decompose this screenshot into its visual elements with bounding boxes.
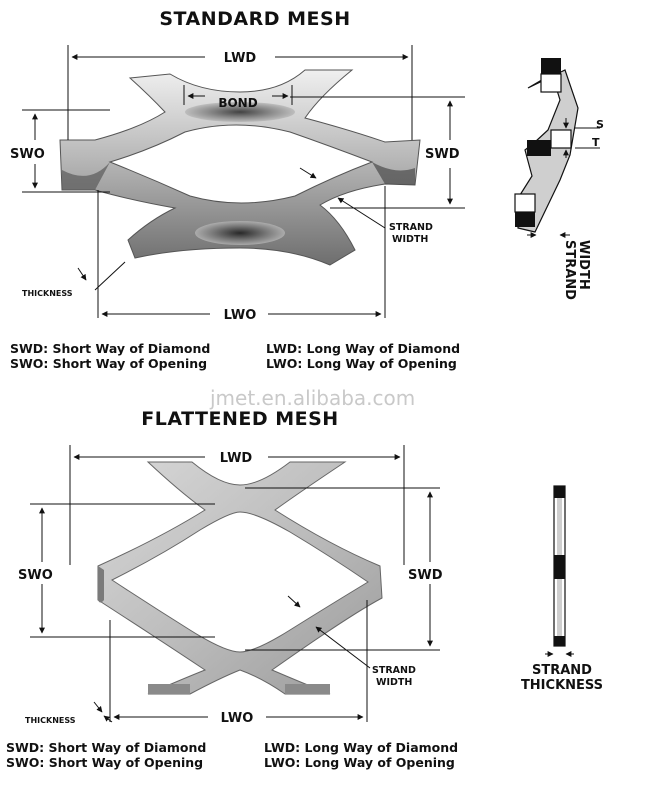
flattened-mesh-drawing: LWD SWO SWD STRAND WIDTH THICKNESS LWO: [18, 445, 443, 726]
flat-thickness-label: THICKNESS: [25, 716, 76, 725]
standard-mesh-drawing: LWD BOND SWO SWD STRAND WIDTH THICKNESS: [10, 45, 465, 323]
flat-lwd-label: LWD: [220, 451, 253, 466]
flattened-side-view: STRAND THICKNESS: [521, 485, 603, 693]
flat-legend-swo: SWO: Short Way of Opening: [6, 755, 204, 770]
flat-lwo-label: LWO: [221, 711, 254, 726]
std-legend-lwd: LWD: Long Way of Diamond: [266, 341, 461, 356]
std-side-partial-s: S: [596, 118, 604, 131]
std-swo-label: SWO: [10, 147, 45, 162]
std-side-partial-t: T: [592, 136, 600, 149]
std-strand-width-label-1: STRAND: [389, 222, 433, 233]
flat-swo-label: SWO: [18, 568, 53, 583]
right-node-shadow: [372, 162, 415, 185]
std-strand-width-label-2: WIDTH: [392, 234, 428, 245]
std-legend-swd: SWD: Short Way of Diamond: [10, 341, 211, 356]
std-bond-label: BOND: [218, 96, 257, 110]
flat-strand-width-label-1: STRAND: [372, 665, 416, 676]
flat-legend-lwo: LWO: Long Way of Opening: [264, 755, 455, 770]
flat-side-strand-label: STRAND: [532, 663, 592, 678]
left-node-shadow: [62, 162, 110, 190]
std-swd-label: SWD: [425, 147, 460, 162]
std-lwd-label: LWD: [224, 51, 257, 66]
std-side-width-label: WIDTH: [576, 240, 591, 290]
flat-swd-label: SWD: [408, 568, 443, 583]
std-lwo-label: LWO: [224, 308, 257, 323]
flat-legend-lwd: LWD: Long Way of Diamond: [264, 740, 459, 755]
std-legend-swo: SWO: Short Way of Opening: [10, 356, 208, 371]
flattened-mesh-title: FLATTENED MESH: [141, 408, 339, 430]
flat-strand-width-label-2: WIDTH: [376, 677, 412, 688]
std-side-strand-label: STRAND: [562, 240, 577, 300]
bond-shadow-bottom: [195, 221, 285, 245]
standard-side-view: S T STRAND WIDTH: [514, 58, 604, 300]
std-thickness-label: THICKNESS: [22, 289, 73, 298]
bond-shadow-top: [185, 102, 295, 122]
watermark: jmet.en.alibaba.com: [210, 386, 416, 410]
flattened-mesh-metal: [97, 461, 383, 695]
standard-mesh-title: STANDARD MESH: [159, 8, 351, 30]
flat-side-thickness-label: THICKNESS: [521, 678, 603, 693]
std-legend-lwo: LWO: Long Way of Opening: [266, 356, 457, 371]
flat-legend-swd: SWD: Short Way of Diamond: [6, 740, 207, 755]
